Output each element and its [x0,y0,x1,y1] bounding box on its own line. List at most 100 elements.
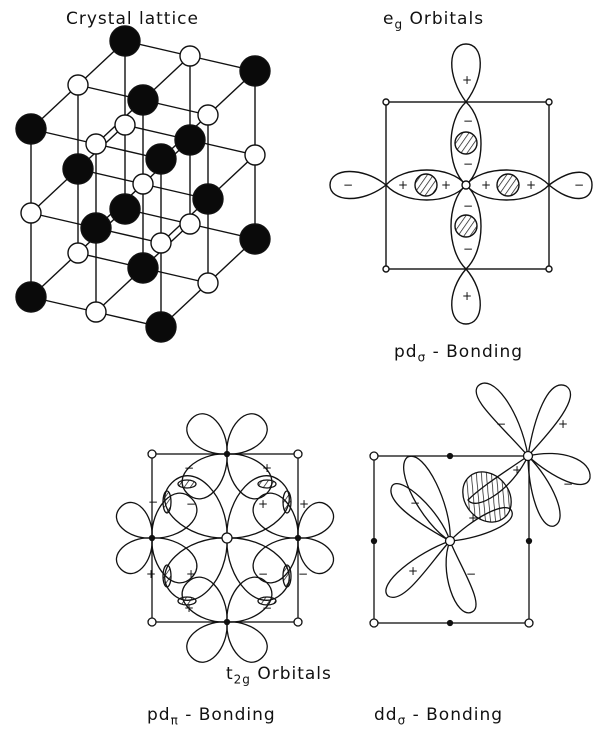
overlap-region [414,173,438,197]
anion-atom [109,193,141,225]
corner-atom [524,618,534,628]
sign-plus: + [468,511,478,525]
edge-atom [446,619,454,627]
sign-minus: − [298,567,308,581]
cation-atom [244,144,266,166]
sign-minus: − [186,497,196,511]
cation-atom [179,213,201,235]
sign-plus: + [462,73,472,87]
cation-atom [132,173,154,195]
t2g-t: t [226,664,234,684]
p-lobe-top [451,43,481,104]
d-lobe [181,453,228,500]
sign-minus: − [184,461,194,475]
d-lobe [164,537,228,601]
edge-atom [294,534,302,542]
sign-minus: − [496,417,506,431]
anion-atom [15,113,47,145]
sign-plus: + [526,178,536,192]
sign-plus: + [558,417,568,431]
eg-corner-atom [382,265,390,273]
sign-plus: + [186,567,196,581]
sign-plus: + [184,601,194,615]
cation-atom [85,133,107,155]
central-atom [221,532,233,544]
d-lobe [226,413,268,455]
sign-plus: + [408,564,418,578]
edge-atom [223,618,231,626]
dd-sigma-signs: − + + − + − + − [408,417,573,581]
d-lobe-up-right [448,506,513,542]
sign-plus: + [441,178,451,192]
d-lobe [252,537,299,584]
d-lobe [181,576,228,623]
dd-sigma-sub: σ [397,713,407,728]
eg-signs: + − − − − + − + + + + − [343,73,584,303]
sign-plus: + [262,461,272,475]
t2g-orbitals-title: t2g Orbitals [226,664,332,686]
edge-atom [148,534,156,542]
corner-atom [147,449,157,459]
sign-minus: − [410,496,420,510]
d-lobe [475,382,530,459]
sign-plus: + [398,178,408,192]
t2g-rest: Orbitals [250,664,332,684]
sign-plus: + [299,497,309,511]
anion-atom [127,252,159,284]
corner-atom [293,449,303,459]
sign-minus: − [262,601,272,615]
d-lobe-bottom-left [385,540,451,599]
corner-atom [369,618,379,628]
dd-sigma-diagram [369,382,591,628]
t2g-signs: − + − − + + + + − − + − [146,461,309,615]
anion-atom [145,311,177,343]
cation-atom [197,104,219,126]
anion-atom [145,143,177,175]
t2g-orbital-diagram [115,413,335,663]
d-lobe-bottom [445,539,477,614]
dd-sigma-bonding-label: ddσ - Bonding [374,705,503,727]
pd-pi-sub: π [170,713,179,728]
cation-atom [197,272,219,294]
overlap-region [282,564,292,588]
corner-atom [369,451,379,461]
overlap-region [257,596,277,606]
overlap-region [454,214,478,238]
cation-atom [67,74,89,96]
d-lobe [186,621,228,663]
anion-atom [109,25,141,57]
d-lobe [527,384,572,459]
dd-sigma-rest: - Bonding [406,705,504,725]
overlap-region [177,479,197,489]
eg-sub: g [394,17,404,32]
crystal-lattice [15,25,271,343]
sign-plus: + [512,463,522,477]
overlap-region [462,471,512,523]
anion-atom [239,223,271,255]
d-lobe-left [390,483,452,543]
edge-atom [370,537,378,545]
edge-atom [223,450,231,458]
anion-atom [174,124,206,156]
eg-orbitals-title: eg Orbitals [383,9,484,31]
sign-minus: − [563,477,573,491]
cation-atom [67,242,89,264]
overlap-region [496,173,520,197]
sign-minus: − [258,567,268,581]
d-lobe [527,454,561,527]
cation-atom [20,202,42,224]
pd-sigma-sub: σ [417,350,427,365]
anion-atom [127,84,159,116]
sign-minus: − [463,242,473,256]
edge-atom [446,452,454,460]
overlap-region [257,479,277,489]
sign-minus: − [466,567,476,581]
eg-rest: Orbitals [403,9,485,29]
pd-sigma-bonding-label: pdσ - Bonding [394,342,523,364]
crystal-lattice-title: Crystal lattice [66,9,199,29]
d-lobe [297,537,335,575]
sign-plus: + [481,178,491,192]
anion-atom [62,153,94,185]
overlap-region [282,490,292,514]
